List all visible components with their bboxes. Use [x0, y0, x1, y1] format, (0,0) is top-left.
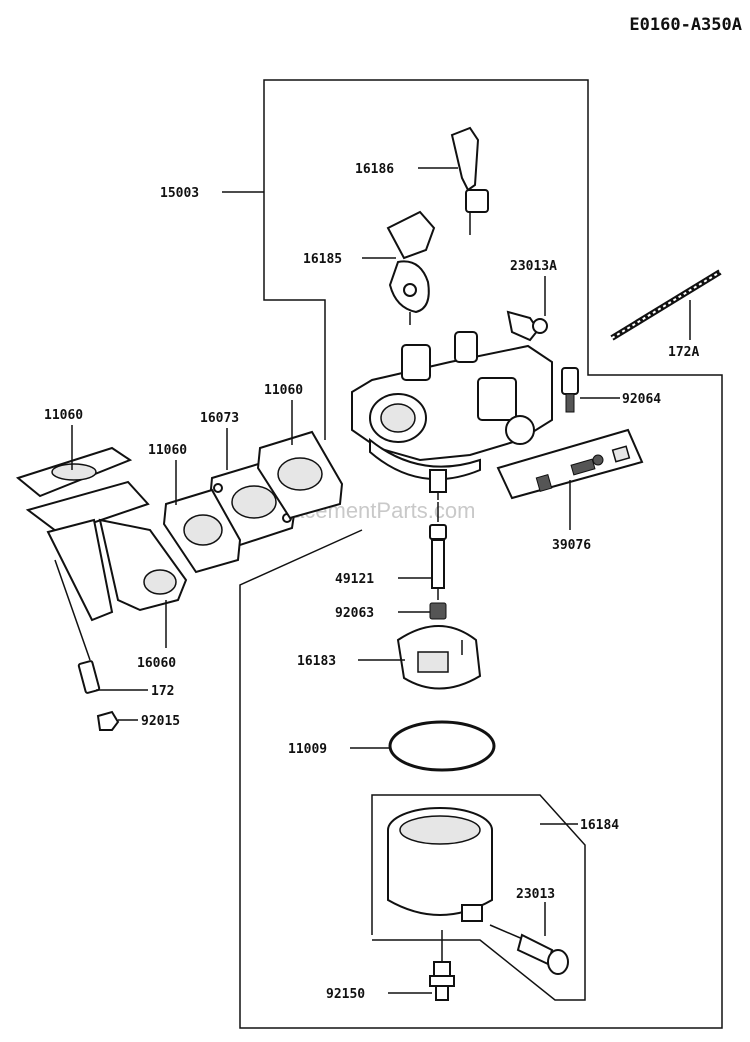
label-11009: 11009 — [288, 742, 327, 757]
jet-92064-part — [561, 367, 579, 413]
label-11060-mid: 11060 — [148, 443, 187, 458]
float-16183-part — [396, 625, 482, 690]
label-92150: 92150 — [326, 987, 365, 1002]
label-16186: 16186 — [355, 162, 394, 177]
label-172a: 172A — [668, 345, 699, 360]
choke-shaft-part — [450, 126, 489, 235]
jet-92063-part — [429, 602, 447, 620]
screw-23013a-part — [506, 310, 548, 342]
drain-screw-92150-part — [429, 930, 455, 1001]
label-92064: 92064 — [622, 392, 661, 407]
label-92015: 92015 — [141, 714, 180, 729]
label-172: 172 — [151, 684, 174, 699]
throttle-shaft-part — [386, 210, 436, 325]
label-16060: 16060 — [137, 656, 176, 671]
label-11060-left: 11060 — [44, 408, 83, 423]
label-39076: 39076 — [552, 538, 591, 553]
label-16183: 16183 — [297, 654, 336, 669]
threaded-rod-172a-part — [610, 269, 722, 341]
screw-23013-part — [489, 924, 569, 975]
label-23013a: 23013A — [510, 259, 557, 274]
o-ring-11009-part — [388, 720, 496, 772]
label-16073: 16073 — [200, 411, 239, 426]
nut-92015-part — [96, 710, 120, 731]
assembly-bracket-16184 — [371, 794, 586, 1001]
needle-49121-part — [429, 502, 447, 600]
carburetor-body-part — [351, 331, 553, 500]
gasket-11060-mid-part — [162, 488, 242, 574]
leader-lines — [71, 167, 691, 994]
gasket-11060-left-part — [15, 446, 133, 498]
float-bowl-16184-part — [387, 807, 493, 922]
label-23013: 23013 — [516, 887, 555, 902]
label-92063: 92063 — [335, 606, 374, 621]
intake-pipe-16060-part — [25, 480, 188, 622]
label-15003: 15003 — [160, 186, 199, 201]
label-16185: 16185 — [303, 252, 342, 267]
diagram-code: E0160-A350A — [629, 15, 742, 35]
gasket-11060-top-part — [256, 430, 344, 520]
assembly-bracket-15003 — [239, 79, 723, 1029]
stud-172-part — [54, 559, 101, 694]
label-49121: 49121 — [335, 572, 374, 587]
label-16184: 16184 — [580, 818, 619, 833]
parts-kit-39076-part — [496, 428, 644, 500]
label-11060-top: 11060 — [264, 383, 303, 398]
